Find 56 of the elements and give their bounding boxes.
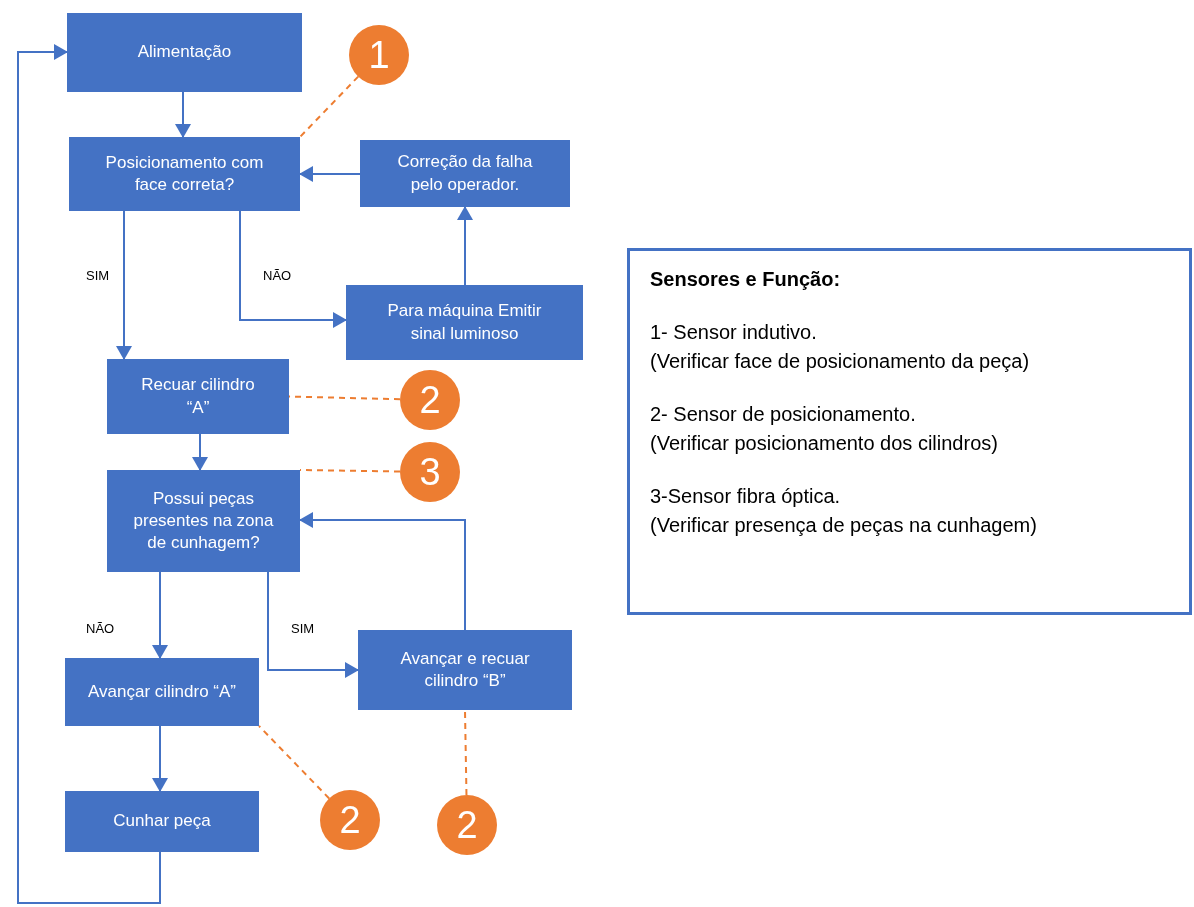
sensor-text: 1- Sensor indutivo. (650, 320, 818, 345)
process-box (67, 13, 302, 92)
arrow (192, 433, 208, 471)
callout-number: 2 (456, 803, 478, 847)
callout-circle (437, 795, 497, 855)
arrow (267, 571, 359, 678)
callout-number: 2 (419, 378, 441, 422)
process-box (65, 791, 259, 852)
process-box (346, 285, 583, 360)
panel-heading: Sensores e Função: (650, 267, 842, 292)
sensor-text: 2- Sensor de posicionamento. (650, 402, 917, 427)
callout-circle (349, 25, 409, 85)
leader-line (299, 469, 401, 473)
arrow (152, 725, 168, 792)
box-label: Possui peças presentes na zona de cunhagem? (132, 487, 275, 555)
callout-number: 2 (339, 798, 361, 842)
box-label: Cunhar peça (113, 810, 211, 833)
box-label: Para máquina Emitir sinal luminoso (386, 300, 543, 345)
box-label: Posicionamento com face correta? (104, 151, 265, 196)
leader-line (258, 725, 331, 800)
leader-line (299, 75, 360, 138)
box-label: Correção da falha pelo operador. (396, 151, 534, 196)
edge-label: SIM (85, 268, 111, 283)
callout-circle (320, 790, 380, 850)
leader-line (464, 709, 468, 796)
arrow (299, 166, 361, 182)
callout-circle (400, 442, 460, 502)
sensor-text: 3-Sensor fibra óptica. (650, 484, 842, 509)
box-label: Avançar e recuar cilindro “B” (399, 647, 531, 692)
sensor-text: (Verificar posicionamento dos cilindros) (650, 431, 999, 456)
arrow (239, 210, 347, 328)
edge-label: NÃO (262, 268, 293, 283)
callout-circle (400, 370, 460, 430)
process-box (65, 658, 259, 726)
leader-line (288, 395, 401, 401)
arrow (457, 206, 473, 286)
edge-label: NÃO (85, 621, 116, 636)
arrow (175, 91, 191, 138)
legend-panel (627, 248, 1192, 615)
process-box (107, 359, 289, 434)
arrow (299, 512, 466, 631)
sensor-text: (Verificar face de posicionamento da peça) (650, 349, 1031, 374)
callout-number: 1 (368, 33, 390, 77)
callout-number: 3 (419, 450, 441, 494)
process-box (69, 137, 300, 211)
sensor-text: (Verificar presença de peças na cunhagem) (650, 513, 1038, 538)
process-box (360, 140, 570, 207)
arrow (116, 210, 132, 360)
arrow (17, 44, 161, 904)
process-box (358, 630, 572, 710)
process-box (107, 470, 300, 572)
arrow (152, 571, 168, 659)
box-label: Alimentação (137, 41, 232, 64)
box-label: Recuar cilindro “A” (140, 374, 256, 419)
edge-label: SIM (290, 621, 316, 636)
box-label: Avançar cilindro “A” (88, 680, 236, 703)
